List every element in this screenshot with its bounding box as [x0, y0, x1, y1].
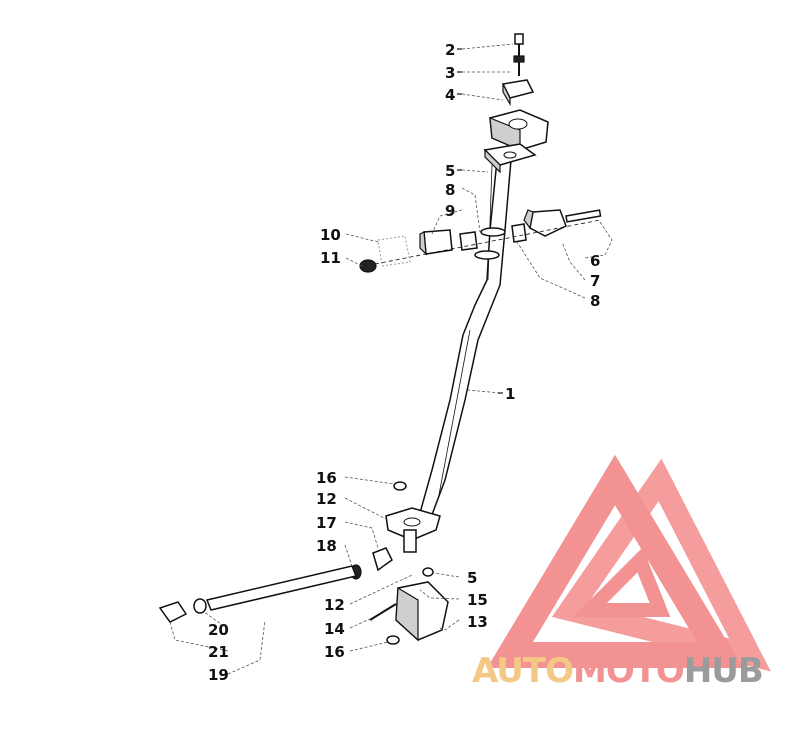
top-bolt [513, 33, 525, 76]
top-flange [483, 143, 537, 174]
lower-bracket [385, 507, 441, 553]
callout-14: 14 [324, 620, 345, 638]
left-bolt-assembly [359, 219, 601, 273]
callout-12-lower: 12 [324, 596, 345, 614]
callout-3: 3 [445, 64, 455, 82]
callout-6: 6 [590, 252, 600, 270]
callout-9: 9 [445, 202, 455, 220]
callout-13: 13 [467, 613, 488, 631]
right-bushing-block [511, 209, 602, 243]
callout-5-upper: 5 [445, 162, 455, 180]
lower-washer-16a [393, 481, 407, 491]
callout-16-lower: 16 [324, 643, 345, 661]
logo-text-moto: MOTO [573, 651, 684, 691]
callout-20: 20 [208, 621, 229, 639]
callout-11: 11 [320, 249, 341, 267]
logo-text-hub: HUB [684, 651, 763, 691]
pitman-arm [350, 547, 393, 580]
callout-1: 1 [505, 385, 515, 403]
automotohub-logo: AUTOMOTOHUB [472, 454, 771, 691]
callout-4: 4 [445, 86, 455, 104]
callout-7: 7 [590, 272, 600, 290]
callout-18: 18 [316, 537, 337, 555]
upper-clamp [501, 79, 535, 107]
callout-8-lower: 8 [590, 292, 600, 310]
callout-10: 10 [320, 226, 341, 244]
callout-15: 15 [467, 591, 488, 609]
steering-post [417, 159, 512, 521]
lower-cap [369, 567, 449, 645]
callout-labels: 2 3 4 5 8 9 10 11 6 7 8 1 16 12 17 18 5 … [208, 41, 600, 684]
callout-19: 19 [208, 666, 229, 684]
callout-12-upper: 12 [316, 490, 337, 508]
leader-lines [169, 43, 613, 675]
callout-21: 21 [208, 643, 229, 661]
svg-text:AUTOMOTOHUB: AUTOMOTOHUB [472, 651, 763, 691]
callout-dashes [457, 48, 503, 394]
callout-2: 2 [445, 41, 455, 59]
left-bushing-block [419, 229, 478, 256]
callout-16-upper: 16 [316, 469, 337, 487]
tie-rod [158, 565, 358, 623]
callout-5-lower: 5 [467, 569, 477, 587]
logo-text-auto: AUTO [472, 651, 573, 691]
callout-8-upper: 8 [445, 181, 455, 199]
callout-17: 17 [316, 514, 337, 532]
